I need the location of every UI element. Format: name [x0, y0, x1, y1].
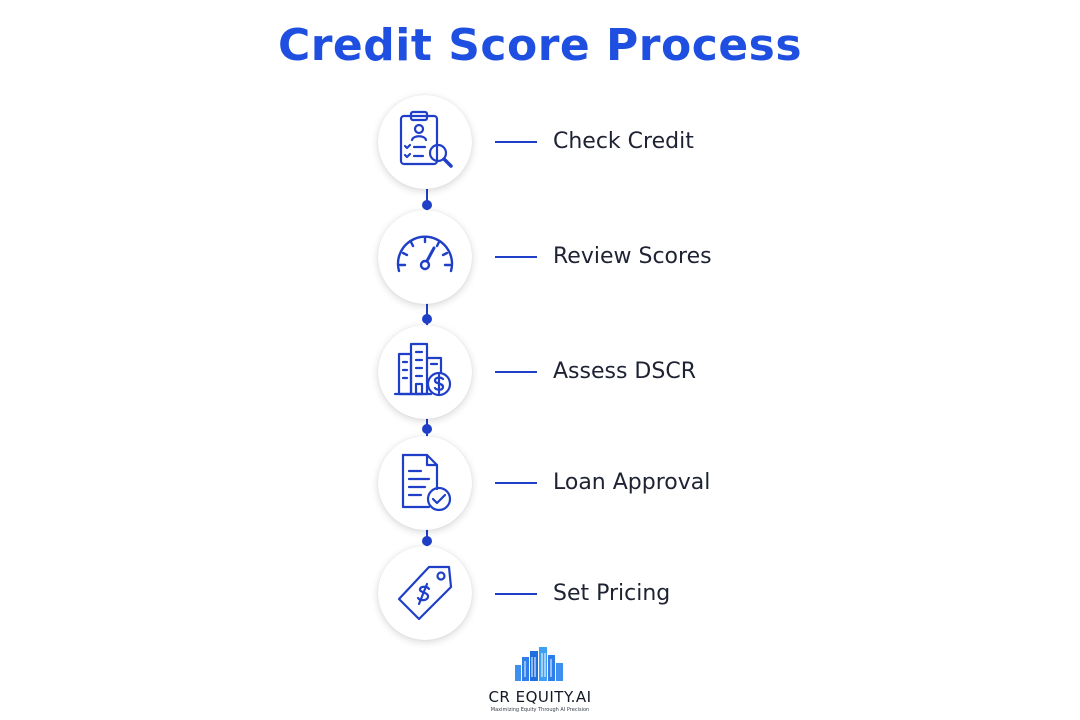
connector-dot: [422, 424, 432, 434]
step-label-assess-dscr: Assess DSCR: [553, 359, 696, 384]
step-circle-assess-dscr: [378, 325, 472, 419]
step-circle-check-credit: [378, 95, 472, 189]
step-circle-set-pricing: [378, 546, 472, 640]
connector-dot: [422, 314, 432, 324]
logo-tagline: Maximizing Equity Through AI Precision: [490, 707, 590, 713]
buildings-dollar-icon: [393, 342, 452, 397]
document-check-icon: [401, 453, 452, 512]
step-dash: [495, 371, 537, 373]
clipboard-search-icon: [399, 110, 453, 168]
step-label-loan-approval: Loan Approval: [553, 470, 711, 495]
city-skyline-icon: [515, 647, 563, 681]
gauge-icon: [396, 235, 454, 273]
step-label-review-scores: Review Scores: [553, 244, 712, 269]
step-dash: [495, 256, 537, 258]
step-circle-loan-approval: [378, 436, 472, 530]
step-dash: [495, 593, 537, 595]
step-label-check-credit: Check Credit: [553, 129, 694, 154]
logo-name: CR EQUITY.AI: [488, 688, 592, 706]
step-label-set-pricing: Set Pricing: [553, 581, 671, 606]
price-tag-icon: [397, 565, 453, 621]
company-logo: CR EQUITY.AI Maximizing Equity Through A…: [470, 645, 610, 713]
step-dash: [495, 141, 537, 143]
diagram-title: Credit Score Process: [277, 20, 803, 71]
step-circle-review-scores: [378, 210, 472, 304]
connector-dot: [422, 200, 432, 210]
step-dash: [495, 482, 537, 484]
connector-dot: [422, 536, 432, 546]
